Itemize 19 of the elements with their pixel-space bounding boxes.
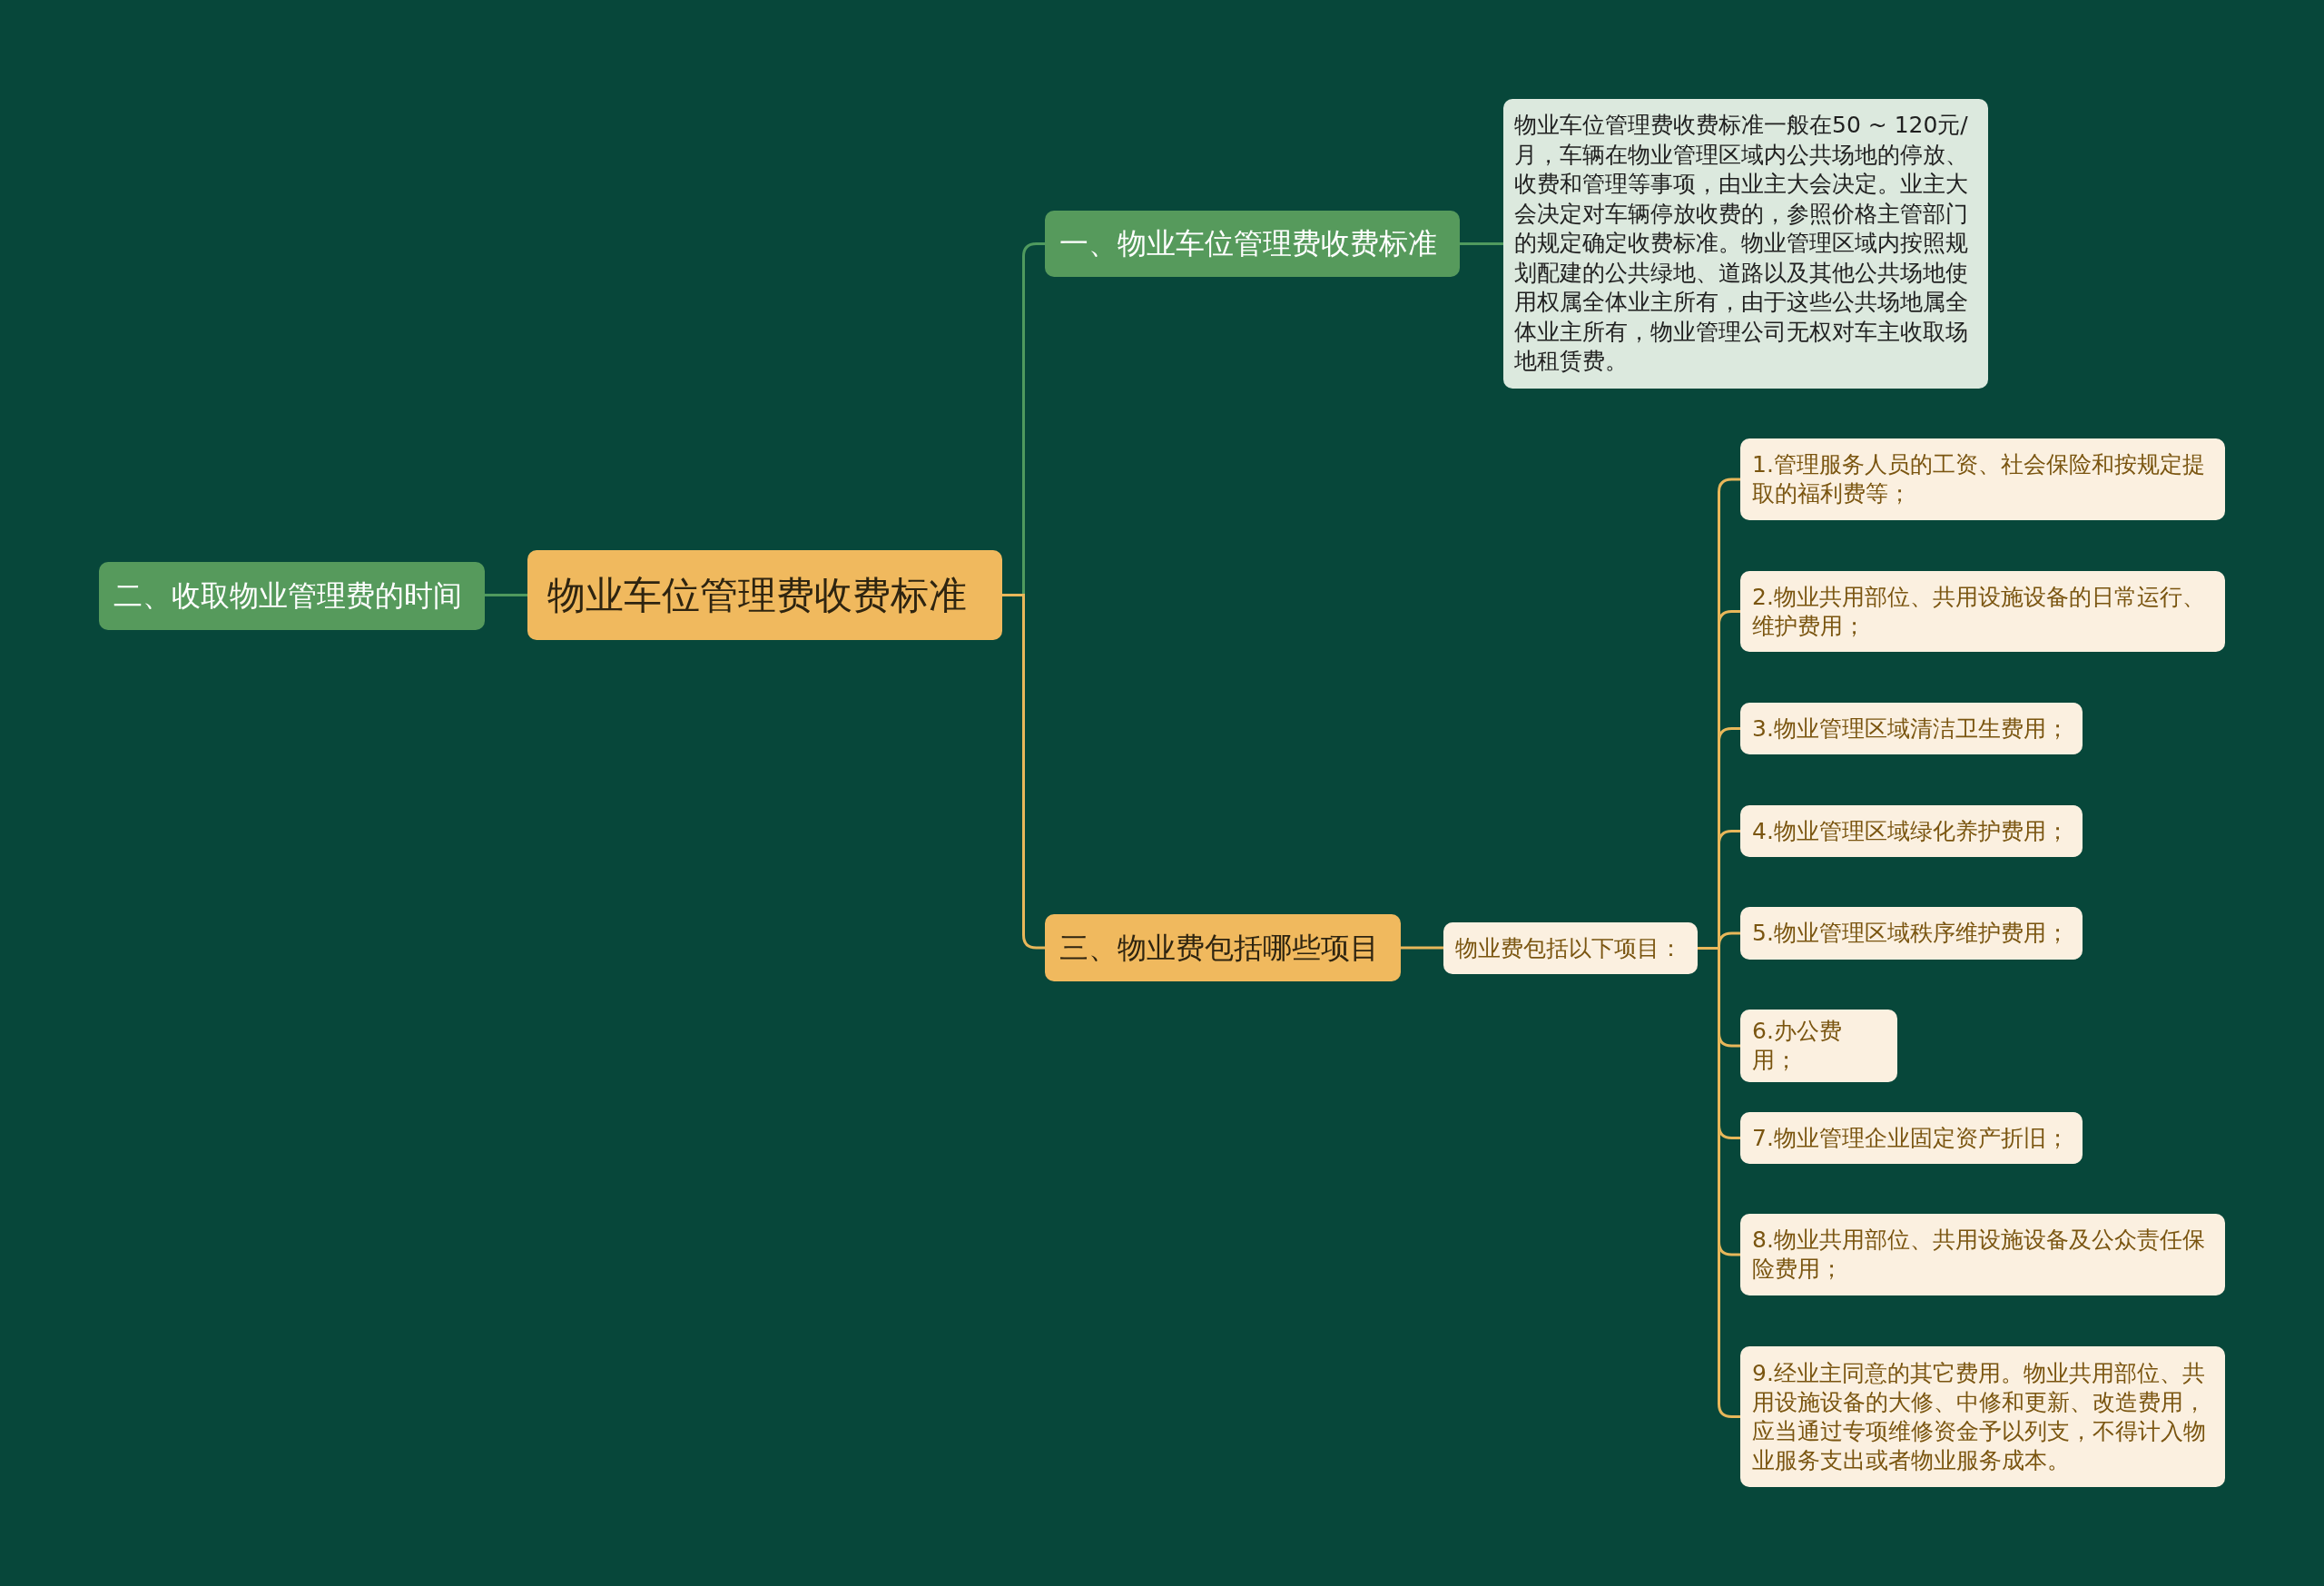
item-box: 9.经业主同意的其它费用。物业共用部位、共用设施设备的大修、中修和更新、改造费用，应当通过专项维修资金予以列支，不得计入物业服务支出或者物业服务成本。 <box>1740 1346 2225 1487</box>
topic-box: 三、物业费包括哪些项目 <box>1045 914 1401 981</box>
item-box: 3.物业管理区域清洁卫生费用； <box>1740 703 2083 754</box>
item-box: 7.物业管理企业固定资产折旧； <box>1740 1112 2083 1164</box>
topic-box: 一、物业车位管理费收费标准 <box>1045 211 1460 277</box>
item-box: 8.物业共用部位、共用设施设备及公众责任保险费用； <box>1740 1214 2225 1295</box>
item-box: 5.物业管理区域秩序维护费用； <box>1740 907 2083 960</box>
item-box: 2.物业共用部位、共用设施设备的日常运行、维护费用； <box>1740 571 2225 652</box>
connector-line <box>1002 594 1045 950</box>
connector-line <box>1401 946 1443 950</box>
item-box: 物业费包括以下项目： <box>1443 922 1698 974</box>
central-topic-box: 物业车位管理费收费标准 <box>527 550 1002 640</box>
connector-line <box>485 594 527 596</box>
item-box: 1.管理服务人员的工资、社会保险和按规定提取的福利费等； <box>1740 438 2225 520</box>
item-box: 4.物业管理区域绿化养护费用； <box>1740 805 2083 857</box>
item-box: 6.办公费用； <box>1740 1010 1897 1082</box>
note-box: 物业车位管理费收费标准一般在50 ~ 120元/月，车辆在物业管理区域内公共场地的停放、收费和管理等事项，由业主大会决定。业主大会决定对车辆停放收费的，参照价格主管部门的规定确定收费标准。物业管理区域内按照规划配建的公共绿地、道路以及其他公共场地使用权属全体业主所有，由于这些公共场地属全体业主所有，物业管理公司无权对车主收取场地租赁费。 <box>1503 99 1988 389</box>
topic-box: 二、收取物业管理费的时间 <box>99 562 485 630</box>
connector-line <box>1460 242 1503 245</box>
